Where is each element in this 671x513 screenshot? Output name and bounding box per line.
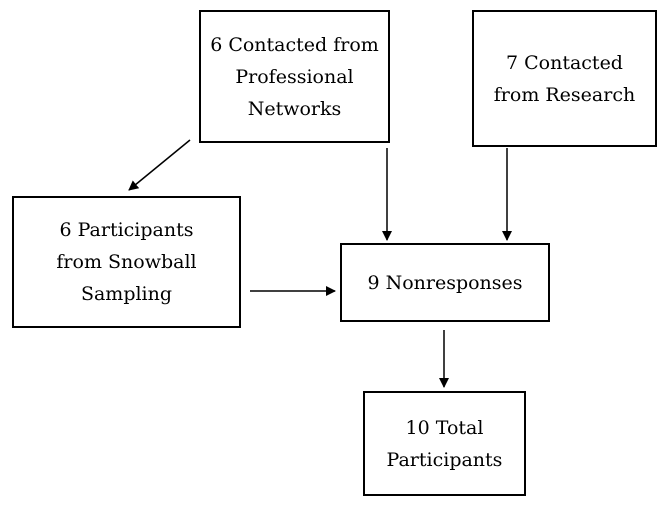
professional-networks-box: 6 Contacted from Professional Networks [199,10,390,143]
box-line: Professional [235,65,354,88]
total-participants-text: 10 Total Participants [387,412,503,476]
box-line: 9 Nonresponses [367,271,523,294]
box-line: 10 Total [405,416,484,439]
box-line: 6 Contacted from [210,33,379,56]
arrow-professional-to-snowball [128,139,191,191]
box-line: Participants [386,448,503,471]
box-line: Networks [247,97,342,120]
nonresponses-text: 9 Nonresponses [367,267,522,299]
snowball-sampling-text: 6 Participants from Snowball Sampling [56,214,196,310]
total-participants-box: 10 Total Participants [363,391,526,496]
professional-networks-text: 6 Contacted from Professional Networks [210,29,379,125]
box-line: from Snowball [56,251,197,273]
research-text: 7 Contacted from Research [494,47,635,111]
box-line: 7 Contacted [505,51,623,74]
box-line: from Research [493,83,636,106]
snowball-sampling-box: 6 Participants from Snowball Sampling [12,196,241,328]
box-line: Sampling [80,283,173,305]
nonresponses-box: 9 Nonresponses [340,243,550,322]
research-box: 7 Contacted from Research [472,10,657,147]
box-line: 6 Participants [59,219,194,241]
